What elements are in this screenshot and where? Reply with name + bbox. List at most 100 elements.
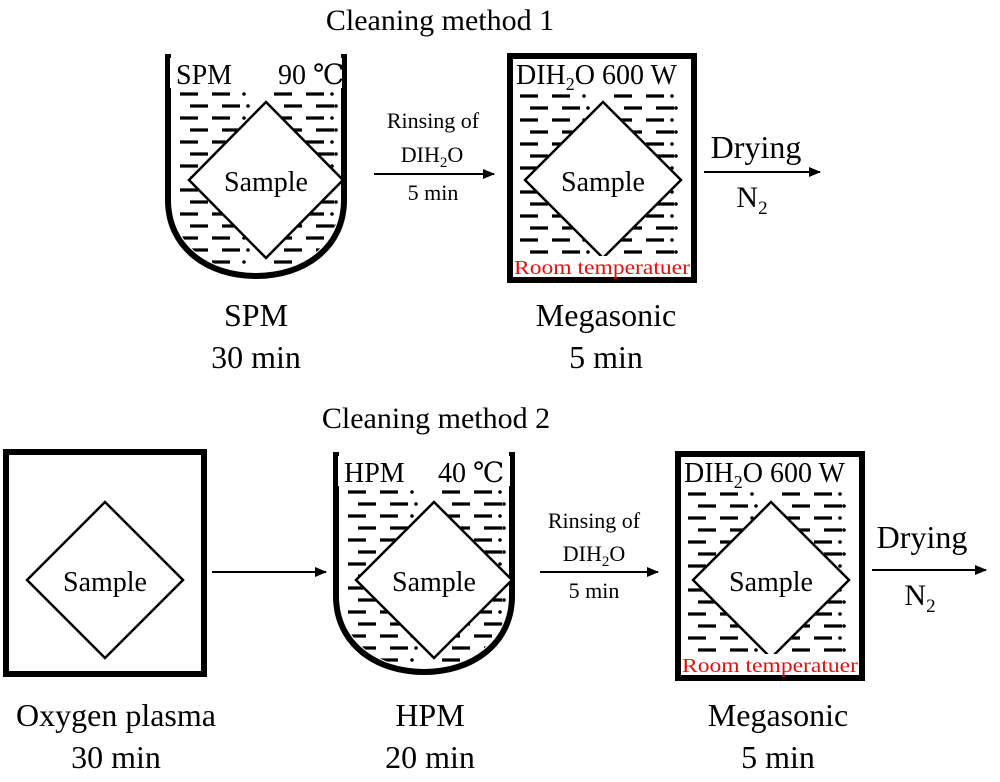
liquid-dot <box>330 212 334 216</box>
mega1-sample-label: Sample <box>561 167 645 198</box>
liquid-dot <box>330 140 334 144</box>
liquid-dot <box>674 106 678 110</box>
liquid-dot <box>674 130 678 134</box>
liquid-dot <box>582 94 586 98</box>
rinse2-line3: 5 min <box>569 578 620 603</box>
method1-title: Cleaning method 1 <box>326 4 554 37</box>
mega1-chem-label: DIH2O 600 W <box>516 60 677 94</box>
hpm-sample-label: Sample <box>392 567 476 598</box>
spm-vessel-outline <box>165 54 347 280</box>
rinse-arrow-2: Rinsing of DIH2O 5 min <box>540 508 659 603</box>
liquid-dot <box>410 514 414 518</box>
mega2-sample-label: Sample <box>729 567 813 598</box>
liquid-dot <box>502 598 506 602</box>
rinse1-line1: Rinsing of <box>387 108 480 133</box>
mega2-room-temp: Room temperatuer <box>682 655 858 677</box>
liquid-dot <box>410 658 414 662</box>
mega2-chem-label: DIH2O 600 W <box>684 458 845 492</box>
liquid-dot <box>670 118 674 122</box>
mega1-step-label: Megasonic <box>536 297 676 333</box>
liquid-dot <box>330 92 334 96</box>
liquid-dot <box>242 116 246 120</box>
liquid-dot <box>242 92 246 96</box>
liquid-dot <box>674 202 678 206</box>
spm-step-time: 30 min <box>211 339 301 375</box>
mega2-footer-band <box>681 654 859 675</box>
liquid-dot <box>842 624 846 628</box>
rinse-arrow-1: Rinsing of DIH2O 5 min <box>374 108 495 205</box>
drying1-label: Drying <box>711 129 802 165</box>
plasma-step-label: Oxygen plasma <box>16 697 216 733</box>
mega1-step-time: 5 min <box>569 339 643 375</box>
liquid-dot <box>670 214 674 218</box>
liquid-dot <box>754 648 758 652</box>
mega2-step-label: Megasonic <box>708 697 848 733</box>
mega1-header-band <box>513 59 691 89</box>
liquid-dot <box>498 514 502 518</box>
liquid-dot <box>586 106 590 110</box>
liquid-dot <box>838 516 842 520</box>
mega1-footer-band <box>513 256 691 277</box>
hpm-header-band <box>338 456 510 486</box>
liquid-dot <box>498 538 502 542</box>
spm-vessel: SPM 90 ℃ Sample <box>165 54 347 280</box>
spm-sample-label: Sample <box>224 167 308 198</box>
liquid-dot <box>334 200 338 204</box>
liquid-dot <box>670 238 674 242</box>
liquid-dot <box>842 528 846 532</box>
liquid-dot <box>838 540 842 544</box>
liquid-dot <box>414 502 418 506</box>
liquid-dot <box>502 646 506 650</box>
drying1-gas: N2 <box>736 181 767 219</box>
mega1-outline <box>507 53 697 283</box>
liquid-dot <box>674 226 678 230</box>
liquid-dot <box>414 646 418 650</box>
liquid-dot <box>334 128 338 132</box>
hpm-chem-label: HPM <box>344 458 405 489</box>
liquid-dot <box>754 504 758 508</box>
rinse1-line3: 5 min <box>408 180 459 205</box>
liquid-dot <box>334 152 338 156</box>
mega1-room-temp: Room temperatuer <box>514 257 690 279</box>
liquid-dot <box>334 104 338 108</box>
liquid-dot <box>498 610 502 614</box>
liquid-dot <box>242 260 246 264</box>
liquid-dot <box>674 250 678 254</box>
liquid-dot <box>750 492 754 496</box>
hpm-sample-diamond <box>354 500 514 660</box>
liquid-dot <box>674 154 678 158</box>
liquid-dot <box>498 490 502 494</box>
liquid-dot <box>838 564 842 568</box>
liquid-dot <box>842 552 846 556</box>
hpm-temp-label: 40 ℃ <box>438 458 504 489</box>
rinse2-line1: Rinsing of <box>548 508 641 533</box>
method2-title: Cleaning method 2 <box>322 402 550 435</box>
liquid-dot <box>838 492 842 496</box>
drying-arrow-2: Drying N2 <box>872 519 987 617</box>
plasma-sample-diamond <box>25 500 185 660</box>
plasma-sample-label: Sample <box>63 567 147 598</box>
liquid-dot <box>330 260 334 264</box>
liquid-dot <box>502 550 506 554</box>
spm-temp-label: 90 ℃ <box>278 60 344 91</box>
drying-arrow-1: Drying N2 <box>704 129 821 219</box>
plasma-chamber: Sample <box>3 449 207 677</box>
hpm-step-label: HPM <box>395 697 464 733</box>
spm-sample-diamond <box>187 100 345 260</box>
spm-header-band <box>170 58 342 88</box>
hpm-vessel-outline <box>333 452 515 676</box>
mega2-outline <box>675 451 865 681</box>
megasonic-tank-1: DIH2O 600 W Sample Room temperatuer <box>507 53 697 283</box>
spm-chem-label: SPM <box>176 60 232 91</box>
megasonic-tank-2: DIH2O 600 W Sample Room temperatuer <box>675 451 865 681</box>
liquid-dot <box>246 104 250 108</box>
mega2-step-time: 5 min <box>741 739 815 775</box>
liquid-dot <box>502 502 506 506</box>
liquid-dot <box>842 504 846 508</box>
liquid-dot <box>498 562 502 566</box>
liquid-dot <box>838 612 842 616</box>
drying2-gas: N2 <box>904 579 935 617</box>
liquid-dot <box>670 142 674 146</box>
